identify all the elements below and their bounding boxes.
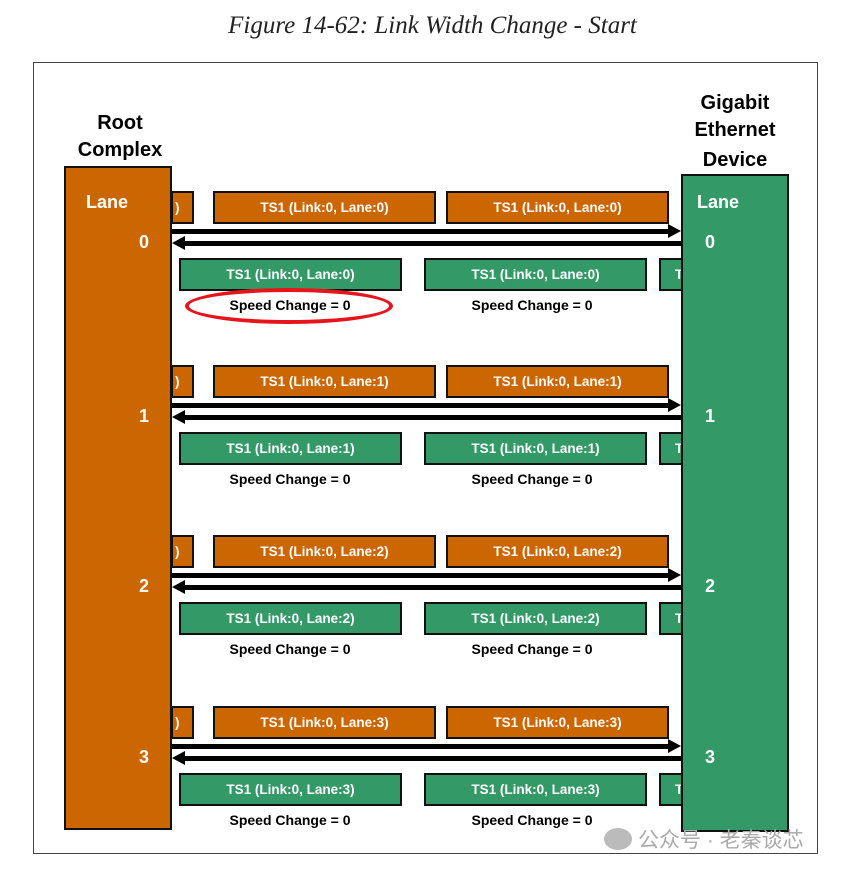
ts1-upstream-box: TS1 (Link:0, Lane:3) bbox=[424, 773, 647, 806]
root-complex-title-line2: Complex bbox=[77, 139, 163, 161]
speed-change-label: Speed Change = 0 bbox=[229, 812, 351, 828]
root-complex-title-line1: Root bbox=[97, 112, 143, 134]
downstream-arrow bbox=[172, 398, 681, 412]
device-lane-number: 0 bbox=[705, 232, 716, 252]
ts1-upstream-partial: T bbox=[659, 258, 683, 291]
ts1-downstream-box: TS1 (Link:0, Lane:2) bbox=[446, 535, 669, 568]
speed-change-label: Speed Change = 0 bbox=[471, 641, 593, 657]
ts1-upstream-partial: T bbox=[659, 773, 683, 806]
ts1-downstream-partial: ) bbox=[171, 706, 194, 739]
speed-change-label: Speed Change = 0 bbox=[471, 297, 593, 313]
highlight-ellipse bbox=[185, 288, 393, 324]
ts1-upstream-box: TS1 (Link:0, Lane:1) bbox=[179, 432, 402, 465]
root-lane-number: 2 bbox=[139, 576, 150, 596]
root-complex-block: Lane bbox=[64, 166, 172, 830]
device-title-line1: Gigabit bbox=[700, 92, 770, 114]
watermark-text: 公众号 · 老秦谈芯 bbox=[638, 829, 804, 852]
upstream-arrow bbox=[172, 751, 681, 765]
ts1-upstream-box: TS1 (Link:0, Lane:1) bbox=[424, 432, 647, 465]
watermark: 公众号 · 老秦谈芯 bbox=[604, 824, 804, 854]
speed-change-label: Speed Change = 0 bbox=[229, 471, 351, 487]
ts1-downstream-box: TS1 (Link:0, Lane:1) bbox=[213, 365, 436, 398]
ts1-downstream-box: TS1 (Link:0, Lane:0) bbox=[446, 191, 669, 224]
speed-change-label: Speed Change = 0 bbox=[229, 641, 351, 657]
downstream-arrow bbox=[172, 739, 681, 753]
upstream-arrow bbox=[172, 410, 681, 424]
ts1-downstream-partial: ) bbox=[171, 365, 194, 398]
ts1-upstream-partial: T bbox=[659, 602, 683, 635]
ts1-downstream-partial: ) bbox=[171, 535, 194, 568]
diagram-frame bbox=[33, 62, 818, 854]
ts1-upstream-box: TS1 (Link:0, Lane:0) bbox=[424, 258, 647, 291]
ts1-downstream-box: TS1 (Link:0, Lane:3) bbox=[213, 706, 436, 739]
ts1-upstream-box: TS1 (Link:0, Lane:0) bbox=[179, 258, 402, 291]
ts1-downstream-partial: ) bbox=[171, 191, 194, 224]
ts1-upstream-box: TS1 (Link:0, Lane:2) bbox=[179, 602, 402, 635]
downstream-arrow bbox=[172, 568, 681, 582]
ts1-upstream-partial: T bbox=[659, 432, 683, 465]
speed-change-label: Speed Change = 0 bbox=[471, 812, 593, 828]
root-lane-label: Lane bbox=[86, 192, 129, 212]
ts1-downstream-box: TS1 (Link:0, Lane:0) bbox=[213, 191, 436, 224]
figure-caption: Figure 14-62: Link Width Change - Start bbox=[228, 12, 637, 39]
ts1-upstream-box: TS1 (Link:0, Lane:3) bbox=[179, 773, 402, 806]
gigabit-device-title: Gigabit Ethernet Device bbox=[676, 90, 794, 174]
ts1-downstream-box: TS1 (Link:0, Lane:2) bbox=[213, 535, 436, 568]
upstream-arrow bbox=[172, 580, 681, 594]
downstream-arrow bbox=[172, 224, 681, 238]
ts1-downstream-box: TS1 (Link:0, Lane:3) bbox=[446, 706, 669, 739]
device-title-line2: Ethernet bbox=[694, 119, 776, 141]
upstream-arrow bbox=[172, 236, 681, 250]
gigabit-device-block: Lane bbox=[681, 174, 789, 832]
speed-change-label: Speed Change = 0 bbox=[471, 471, 593, 487]
ts1-downstream-box: TS1 (Link:0, Lane:1) bbox=[446, 365, 669, 398]
device-title-line3: Device bbox=[702, 149, 768, 171]
root-lane-number: 1 bbox=[139, 406, 150, 426]
device-lane-number: 1 bbox=[705, 406, 716, 426]
ts1-upstream-box: TS1 (Link:0, Lane:2) bbox=[424, 602, 647, 635]
root-lane-number: 3 bbox=[139, 747, 150, 767]
device-lane-number: 2 bbox=[705, 576, 716, 596]
device-lane-number: 3 bbox=[705, 747, 716, 767]
device-lane-label: Lane bbox=[697, 192, 740, 212]
wechat-icon bbox=[604, 828, 632, 850]
root-complex-title: Root Complex bbox=[64, 110, 176, 164]
root-lane-number: 0 bbox=[139, 232, 150, 252]
